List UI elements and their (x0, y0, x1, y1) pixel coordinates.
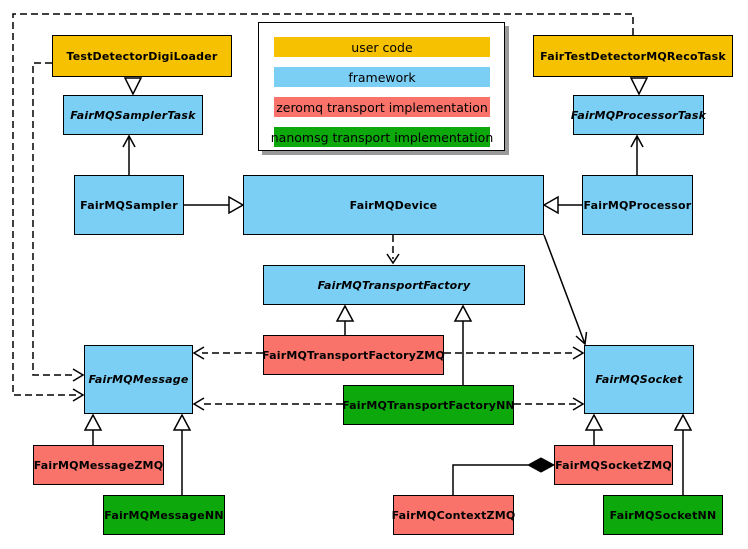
edge-sampler-device (184, 195, 245, 215)
node-fairmqtransportfactory: FairMQTransportFactory (263, 265, 525, 305)
node-fairmqsocketnn: FairMQSocketNN (603, 495, 723, 535)
edge-factoryzmq-factory (335, 304, 355, 335)
node-fairmqprocessortask: FairMQProcessorTask (571, 95, 706, 135)
edge-digiloader-message (32, 62, 85, 382)
legend-item-zeromq: zeromq transport implementation (274, 97, 490, 117)
node-fairmqtransportfactorynn: FairMQTransportFactoryNN (342, 385, 515, 425)
edge-messagenn-message (172, 413, 192, 495)
node-fairmqdevice: FairMQDevice (243, 175, 544, 235)
node-fairtestdetectormqrecotask: FairTestDetectorMQRecoTask (533, 35, 733, 77)
edge-messagezmq-message (83, 413, 103, 445)
legend-label: zeromq transport implementation (276, 99, 488, 115)
node-testdetectordigiloader: TestDetectorDigiLoader (52, 35, 232, 77)
edge-socketzmq-contextzmq (452, 457, 556, 495)
node-fairmqsocketzmq: FairMQSocketZMQ (554, 445, 673, 485)
edge-socketnn-socket (673, 413, 693, 495)
legend-box: user code framework zeromq transport imp… (258, 22, 505, 151)
node-fairmqprocessor: FairMQProcessor (582, 175, 693, 235)
edge-processor-processortask (630, 134, 644, 175)
legend-label: user code (351, 39, 413, 55)
node-fairmqsampler: FairMQSampler (74, 175, 184, 235)
edge-factorynn-message (192, 397, 343, 411)
node-fairmqsamplertask: FairMQSamplerTask (63, 95, 203, 135)
edge-recotask-processortask (629, 77, 649, 96)
edge-socketzmq-socket (584, 413, 604, 445)
edge-recotask-message (12, 13, 634, 402)
edge-digiloader-samplertask (123, 77, 143, 96)
edge-device-factory (386, 235, 400, 265)
edge-factoryzmq-message (192, 346, 263, 360)
edge-factoryzmq-socket (444, 346, 585, 360)
legend-item-user-code: user code (274, 37, 490, 57)
legend-item-framework: framework (274, 67, 490, 87)
legend-label: framework (348, 69, 416, 85)
edge-processor-device (542, 195, 582, 215)
node-fairmqmessagezmq: FairMQMessageZMQ (33, 445, 164, 485)
legend-label: nanomsg transport implementation (270, 129, 494, 145)
edge-factorynn-socket (514, 397, 585, 411)
node-fairmqcontextzmq: FairMQContextZMQ (392, 495, 515, 535)
node-fairmqsocket: FairMQSocket (584, 345, 694, 414)
edge-device-socket (543, 234, 588, 346)
edge-sampler-samplertask (122, 134, 136, 175)
node-fairmqmessage: FairMQMessage (84, 345, 193, 414)
legend-item-nanomsg: nanomsg transport implementation (271, 127, 493, 147)
node-fairmqmessagenn: FairMQMessageNN (103, 495, 225, 535)
node-fairmqtransportfactoryzmq: FairMQTransportFactoryZMQ (262, 335, 445, 375)
edge-factorynn-factory (453, 304, 473, 385)
